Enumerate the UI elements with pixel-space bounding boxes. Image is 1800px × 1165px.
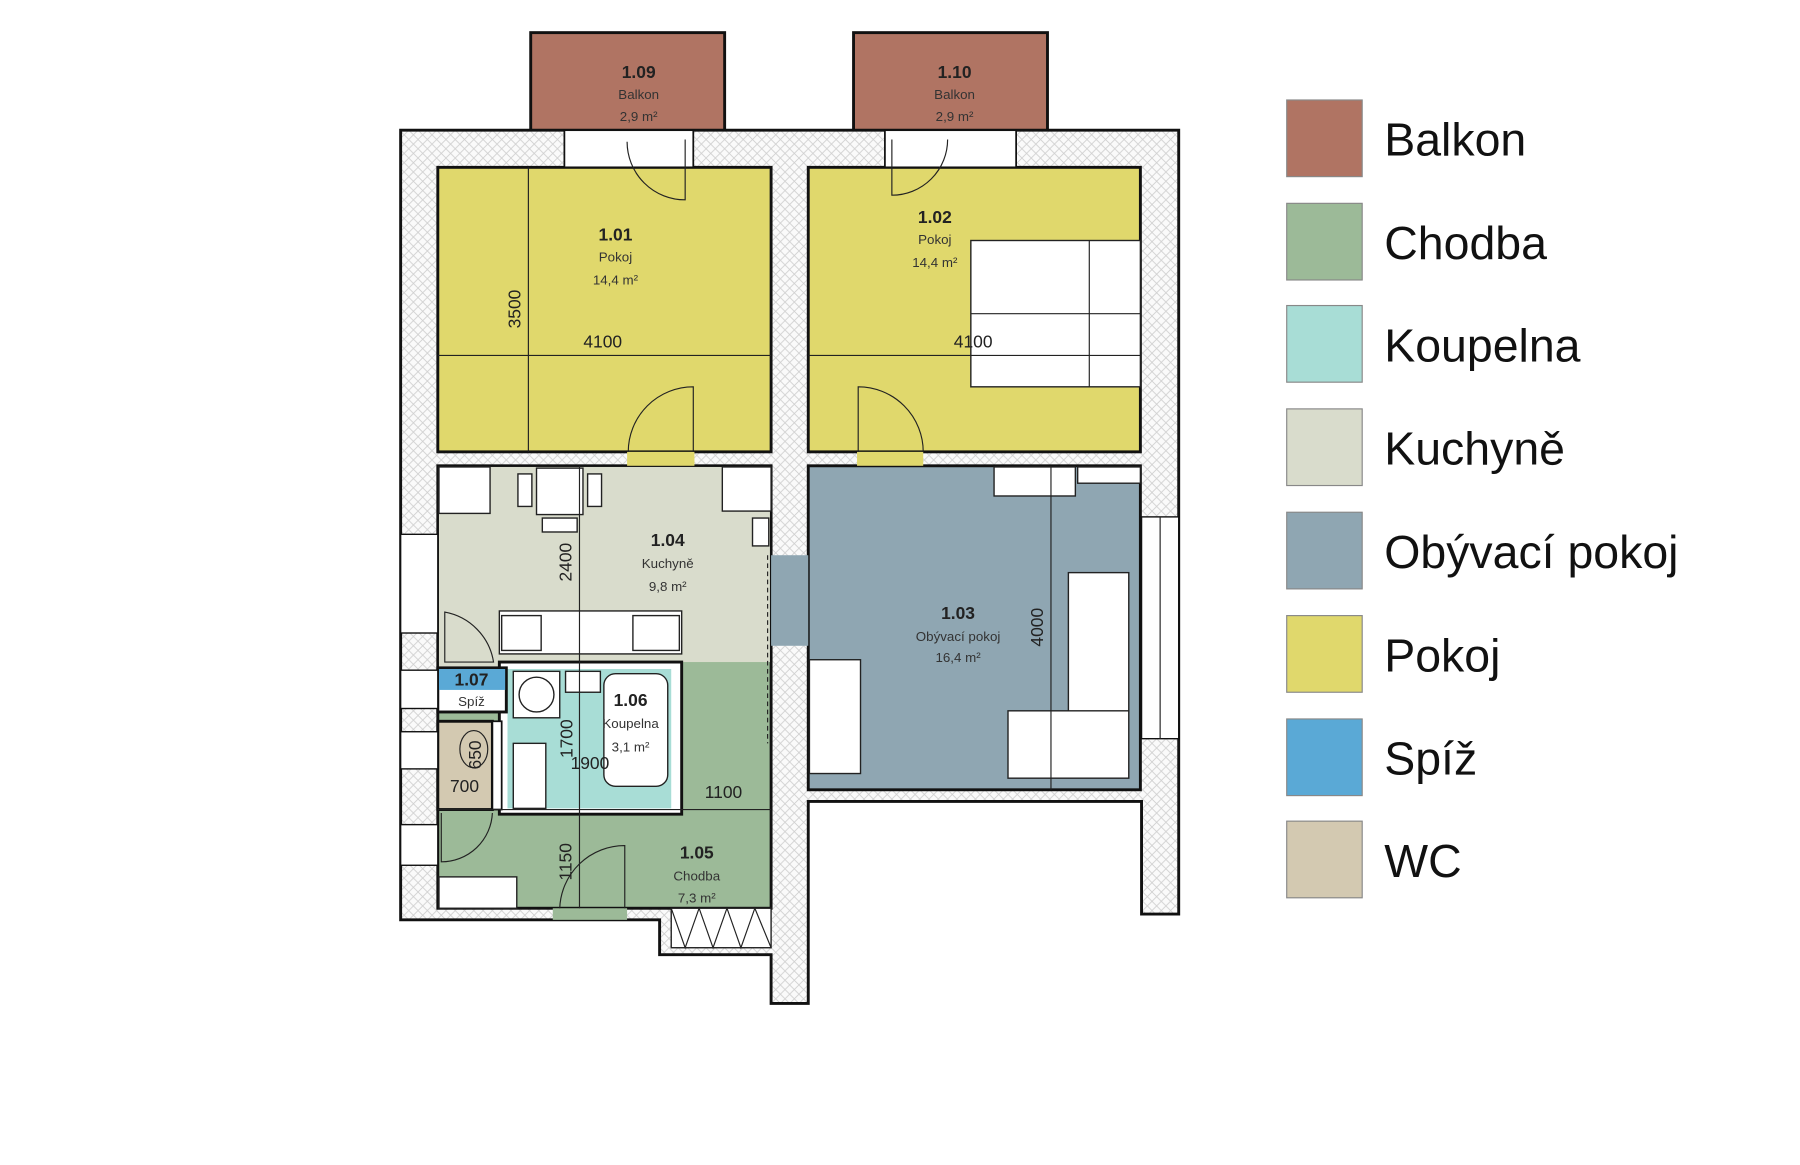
kitchen-counter [498, 610, 683, 655]
room-1-04-kuchyne-lower [438, 659, 500, 670]
bed [970, 239, 1142, 388]
bathroom-fixtures [512, 670, 669, 810]
kitchen-cabinet [438, 466, 491, 515]
legend-item-pokoj: Pokoj [1286, 615, 1500, 693]
door-1-01[interactable] [627, 451, 695, 466]
room-area: 14,4 m² [593, 273, 639, 288]
room-1-01-pokoj [436, 165, 773, 454]
room-area: 2,9 m² [936, 109, 974, 124]
legend-item-balkon: Balkon [1286, 99, 1526, 178]
toilet [459, 729, 489, 769]
legend-swatch [1286, 511, 1363, 590]
room-number: 1.07 [455, 669, 489, 689]
room-area: 14,4 m² [912, 255, 958, 270]
legend-item-kuchyne: Kuchyně [1286, 408, 1565, 487]
kitchen-table [517, 467, 603, 533]
room-number: 1.09 [622, 62, 656, 82]
room-1-09-balkon [529, 31, 727, 133]
legend-item-koupelna: Koupelna [1286, 304, 1581, 383]
window-left-2 [399, 669, 439, 710]
balcony-door-1-02[interactable] [884, 129, 1018, 169]
dimension-label: 2400 [555, 543, 575, 582]
door-1-02[interactable] [857, 451, 924, 466]
dimension-label: 4000 [1027, 608, 1047, 647]
legend-swatch [1286, 615, 1363, 693]
legend-label: Kuchyně [1384, 423, 1565, 475]
room-name: Balkon [934, 87, 975, 102]
legend-label: Chodba [1384, 217, 1547, 269]
dimension-label: 650 [465, 740, 485, 769]
room-area: 3,1 m² [612, 739, 650, 754]
legend-swatch [1286, 202, 1363, 281]
legend-label: WC [1384, 835, 1461, 887]
dimension-label: 4100 [583, 331, 622, 351]
entrance-door[interactable] [552, 908, 628, 920]
dimension-label: 1100 [705, 782, 742, 802]
legend-item-wc: WC [1286, 820, 1462, 899]
room-name: Balkon [618, 87, 659, 102]
legend-swatch [1286, 820, 1363, 899]
room-area: 16,4 m² [935, 650, 981, 665]
dimension-label: 1150 [555, 843, 575, 880]
room-area: 7,3 m² [678, 890, 716, 905]
room-name: Obývací pokoj [916, 629, 1001, 644]
room-name: Chodba [673, 868, 720, 883]
room-area: 9,8 m² [649, 579, 687, 594]
dimension-label: 3500 [504, 290, 524, 329]
room-name: Kuchyně [642, 556, 694, 571]
room-number: 1.02 [918, 207, 952, 227]
room-number: 1.01 [599, 225, 633, 245]
legend-swatch [1286, 99, 1363, 178]
room-number: 1.03 [941, 603, 975, 623]
dimension-label: 1700 [557, 719, 577, 758]
dimension-label: 700 [450, 776, 479, 796]
kitchen-shelf [751, 517, 770, 547]
living-furniture [808, 466, 1142, 779]
legend-swatch [1286, 408, 1363, 487]
balcony-door-1-01[interactable] [563, 129, 695, 169]
window-left-3 [399, 731, 439, 770]
room-name: Koupelna [602, 716, 659, 731]
legend-item-chodba: Chodba [1286, 202, 1547, 281]
window-left-1 [399, 533, 439, 634]
legend: Balkon Chodba Koupelna Kuchyně Obývací p… [1286, 99, 1679, 899]
legend-label: Pokoj [1384, 629, 1500, 681]
opening-kitchen-living [771, 555, 809, 646]
room-number: 1.06 [614, 690, 648, 710]
wc-partition [491, 720, 503, 811]
room-area: 2,9 m² [620, 109, 658, 124]
room-1-07-fill [438, 669, 506, 690]
room-name: Pokoj [599, 249, 632, 264]
legend-label: Koupelna [1384, 319, 1580, 371]
legend-label: Obývací pokoj [1384, 526, 1678, 578]
room-number: 1.10 [938, 62, 972, 82]
wardrobe [670, 906, 772, 950]
room-number: 1.04 [651, 530, 685, 550]
room-name: Spíž [458, 694, 485, 709]
legend-item-spiz: Spíž [1286, 718, 1477, 797]
legend-swatch [1286, 718, 1363, 797]
shoe-cabinet [438, 876, 518, 909]
dimension-label: 4100 [954, 331, 993, 351]
legend-swatch [1286, 304, 1363, 383]
window-left-4 [399, 823, 439, 866]
fridge [721, 466, 772, 512]
legend-item-obyvaci-pokoj: Obývací pokoj [1286, 511, 1679, 590]
room-name: Pokoj [918, 232, 951, 247]
room-1-10-balkon [852, 31, 1049, 133]
dimension-label: 1900 [571, 753, 610, 773]
legend-label: Spíž [1384, 733, 1477, 785]
room-number: 1.05 [680, 842, 714, 862]
legend-label: Balkon [1384, 114, 1526, 166]
